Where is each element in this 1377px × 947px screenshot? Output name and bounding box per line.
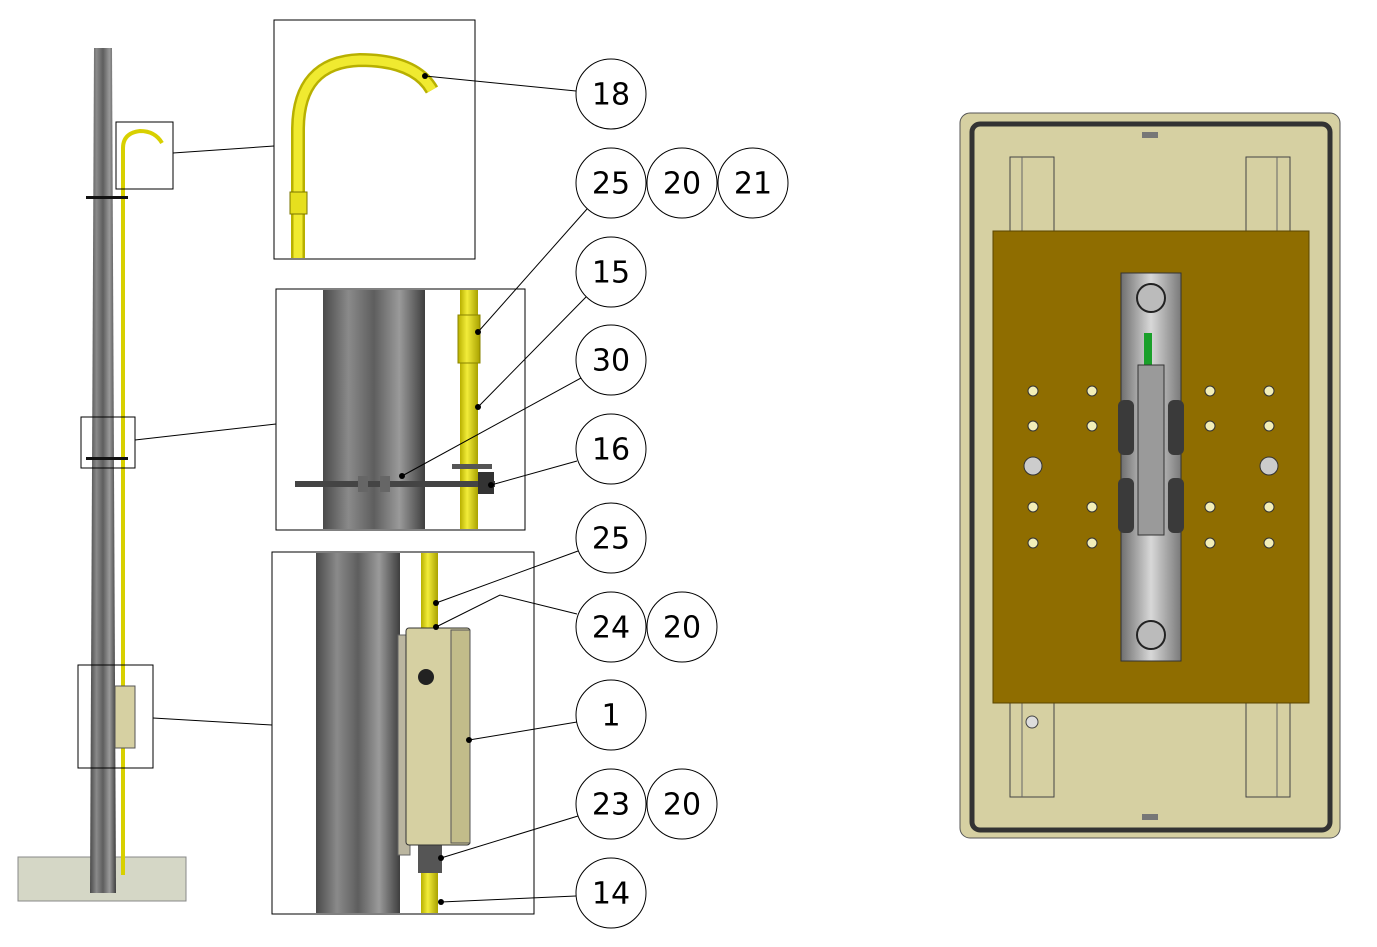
- enclosure-small: [114, 685, 136, 749]
- balloon-label: 15: [592, 256, 630, 291]
- balloon-label: 25: [592, 522, 630, 557]
- balloon-label: 20: [663, 167, 701, 202]
- balloon-20: 20: [646, 147, 718, 219]
- clamp: [86, 457, 128, 460]
- clamp: [86, 196, 128, 199]
- earth-pipe: [121, 128, 164, 875]
- enclosure-interior-view: [959, 112, 1341, 839]
- balloon-label: 14: [592, 877, 630, 912]
- balloon-25: 25: [575, 502, 647, 574]
- detail-clamp: [275, 288, 526, 531]
- balloon-21: 21: [717, 147, 789, 219]
- balloon-label: 20: [663, 611, 701, 646]
- balloon-label: 1: [601, 699, 620, 734]
- leader-dots: [399, 73, 494, 905]
- balloon-18: 18: [575, 58, 647, 130]
- balloons: 18 25 20 21 15 30 16 25 24 20 1 23 20 14: [575, 58, 789, 929]
- detail-frame-3: [77, 664, 154, 769]
- leader-lines: [401, 75, 588, 903]
- balloon-24: 24: [575, 591, 647, 663]
- balloon-20: 20: [646, 768, 718, 840]
- balloon-label: 24: [592, 611, 630, 646]
- balloon-25: 25: [575, 147, 647, 219]
- balloon-label: 18: [592, 78, 630, 113]
- balloon-20: 20: [646, 591, 718, 663]
- detail-frame-2: [80, 416, 136, 469]
- balloon-label: 21: [734, 167, 772, 202]
- detail-enclosure: [271, 551, 535, 915]
- balloon-30: 30: [575, 324, 647, 396]
- balloon-23: 23: [575, 768, 647, 840]
- balloon-14: 14: [575, 857, 647, 929]
- balloon-label: 16: [592, 433, 630, 468]
- balloon-16: 16: [575, 413, 647, 485]
- detail-hook: [273, 19, 476, 260]
- balloon-label: 20: [663, 788, 701, 823]
- pole-overview: [17, 48, 277, 902]
- pole: [90, 48, 116, 893]
- balloon-15: 15: [575, 236, 647, 308]
- balloon-label: 25: [592, 167, 630, 202]
- balloon-label: 30: [592, 344, 630, 379]
- mounting-holes: [1023, 385, 1279, 549]
- balloon-1: 1: [575, 679, 647, 751]
- detail-frame-1: [115, 121, 174, 190]
- balloon-label: 23: [592, 788, 630, 823]
- disconnect-switch: [1118, 272, 1184, 662]
